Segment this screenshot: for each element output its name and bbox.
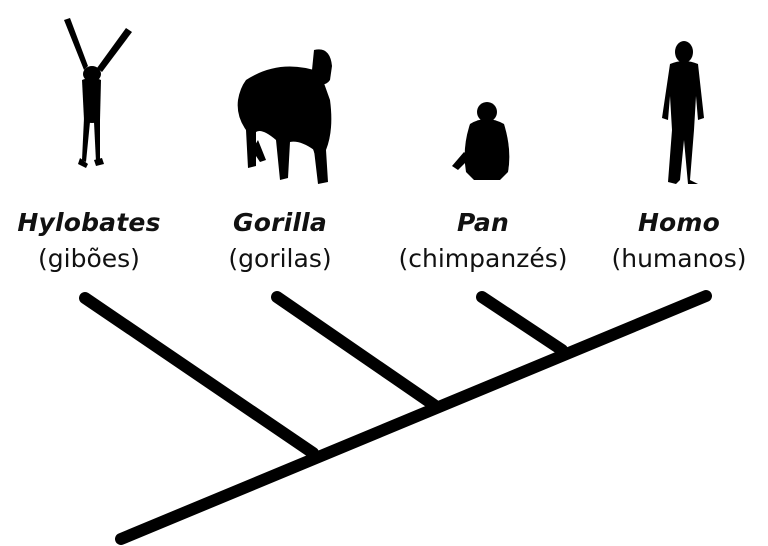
branch-gorilla: [271, 291, 440, 411]
branch-hylobates: [79, 292, 319, 459]
genus-label: Homo: [637, 208, 721, 237]
chimpanzee-silhouette-icon: [452, 102, 510, 180]
gibbon-silhouette-icon: [64, 18, 132, 168]
gorilla-silhouette-icon: [237, 49, 332, 184]
taxon-hylobates: Hylobates (gibões): [4, 205, 174, 277]
common-name-label: (gibões): [38, 244, 140, 273]
genus-label: Pan: [457, 208, 509, 237]
common-name-label: (humanos): [611, 244, 747, 273]
common-name-label: (chimpanzés): [398, 244, 568, 273]
branch-pan: [476, 291, 568, 356]
trunk-branch: [115, 290, 712, 545]
common-name-label: (gorilas): [228, 244, 332, 273]
human-silhouette-icon: [662, 41, 704, 184]
taxon-pan: Pan (chimpanzés): [398, 205, 568, 277]
genus-label: Gorilla: [232, 208, 327, 237]
genus-label: Hylobates: [17, 208, 161, 237]
taxon-gorilla: Gorilla (gorilas): [195, 205, 365, 277]
taxon-homo: Homo (humanos): [594, 205, 764, 277]
